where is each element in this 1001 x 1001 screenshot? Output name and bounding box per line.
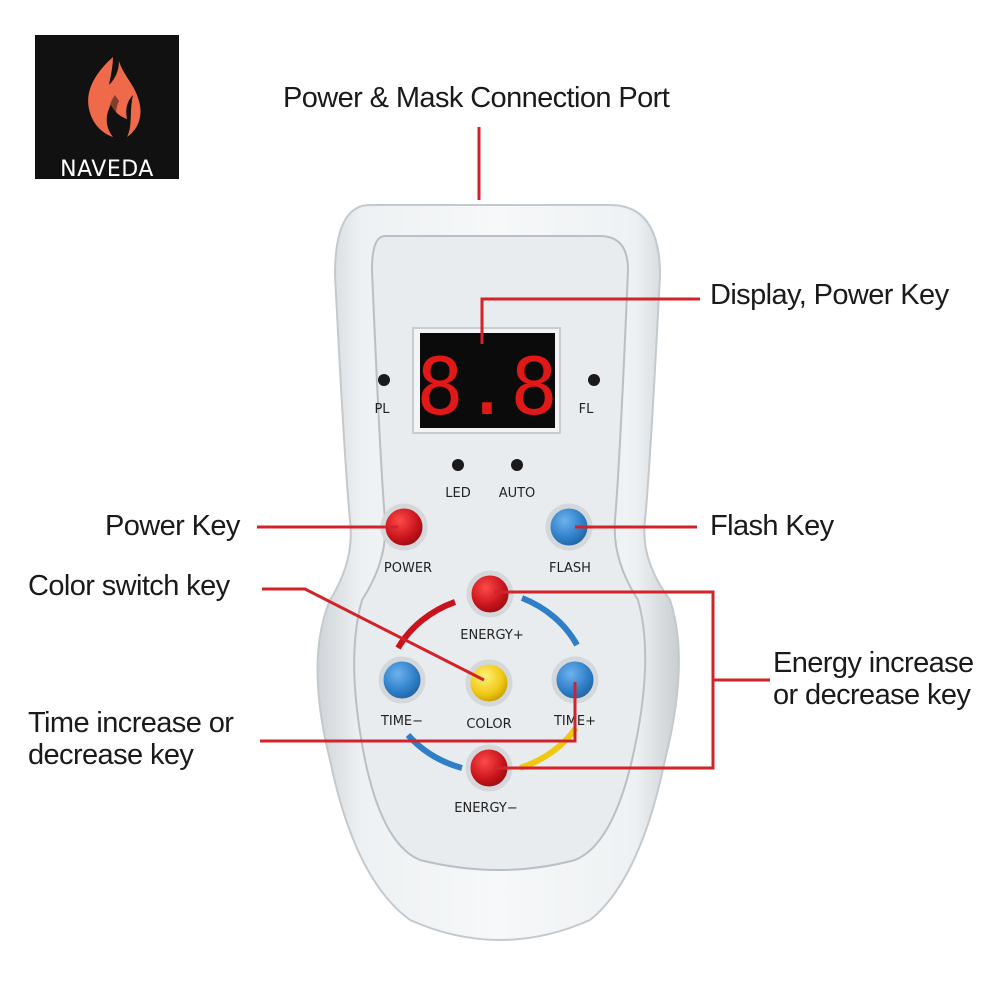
energy-plus-button[interactable] [466,570,514,618]
brand-name: NAVEDA [60,157,154,182]
fl-indicator [588,374,600,386]
ring-arc-blue-top [520,595,580,647]
ring-arc-red [395,599,457,650]
leader-display [480,297,700,344]
power-label: POWER [384,561,432,576]
naveda-logo: NAVEDA [35,35,179,182]
led-indicator [452,459,464,471]
display-screen [420,333,555,428]
flame-face-icon [88,57,141,137]
callout-power-key: Power Key [105,510,240,542]
leader-color-key [262,587,485,682]
color-label: COLOR [466,717,511,732]
auto-label: AUTO [499,486,536,501]
ring-arc-blue-bottom [405,732,463,771]
leader-time-key [260,682,577,743]
pl-indicator [378,374,390,386]
flash-label: FLASH [549,561,591,576]
callout-time-key: Time increase or decrease key [28,707,234,771]
auto-indicator [511,459,523,471]
time-minus-button[interactable] [378,656,426,704]
color-button[interactable] [465,659,513,707]
callout-flash-key: Flash Key [710,510,834,542]
time-minus-label: TIME− [380,714,423,729]
energy-plus-label: ENERGY+ [460,628,523,643]
callout-power-mask-port: Power & Mask Connection Port [283,82,670,114]
callout-energy-key: Energy increase or decrease key [773,647,974,711]
led-label: LED [445,486,470,501]
energy-minus-label: ENERGY− [454,801,517,816]
display-reading: 8.8 [417,343,558,433]
pl-label: PL [374,402,390,417]
callout-display-power-key: Display, Power Key [710,279,949,311]
fl-label: FL [579,402,594,417]
ring-arc-yellow [519,726,579,771]
callout-color-switch-key: Color switch key [28,570,230,602]
